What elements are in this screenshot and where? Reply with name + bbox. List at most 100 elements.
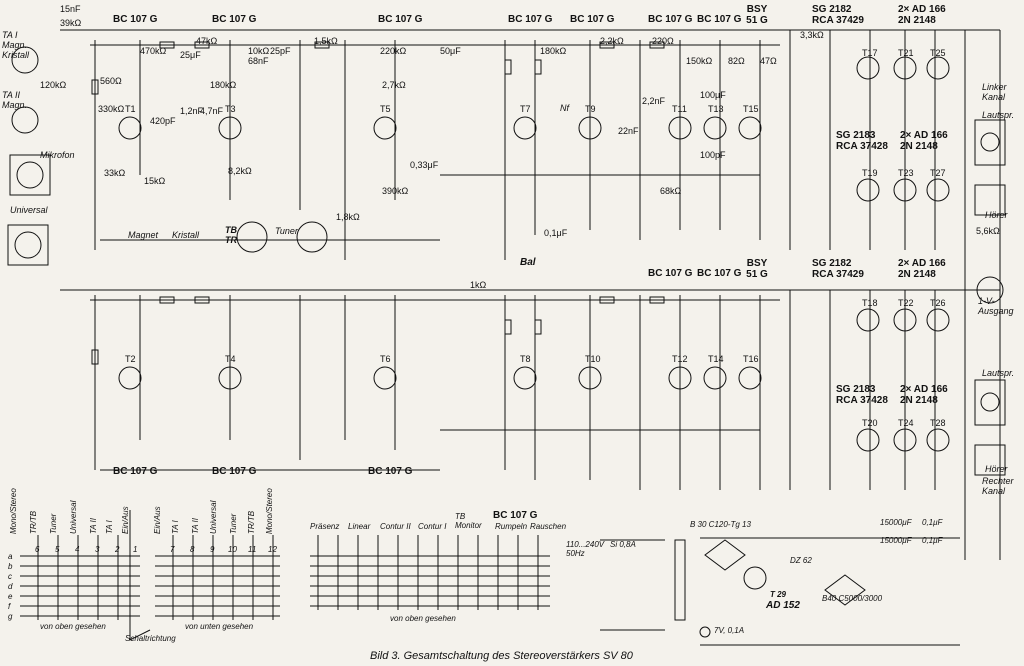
input-tuner-label: Tuner [275,226,298,236]
switch-label-einaus-2: Ein/Aus [153,506,162,534]
psu-cap: 15000μF [880,518,912,527]
component-value: 25μF [180,50,201,60]
header-bc107-5: BC 107 G [570,14,615,25]
psu-rectifier: B 30 C120-Tg 13 [690,520,751,529]
component-value: 2,2kΩ [600,36,624,46]
switch-label-ta2: TA II [89,518,98,534]
component-value: 330kΩ [98,104,125,114]
component-value: 150kΩ [686,56,713,66]
transistor-t3: T3 [225,104,236,114]
component-value: 39kΩ [60,18,82,28]
header-bc107-b6: BC 107 G [493,510,538,521]
psu-mains: 110...240V 50Hz [566,540,605,558]
nf-label: Nf [560,103,569,113]
transistor-t26: T26 [930,298,946,308]
switch-num: 11 [248,545,257,554]
switch-num: 1 [133,545,138,554]
switch-num: 5 [55,545,60,554]
speaker-right-label: Lautspr. [982,368,1015,378]
component-value: 1,5kΩ [314,36,338,46]
switch-label-ta2-2: TA II [191,518,200,534]
header-power-mid-b: 2× AD 166 2N 2148 [900,130,948,152]
component-value: 0,33μF [410,160,439,170]
switch-label-trtb: TR/TB [29,510,38,534]
transistor-t16: T16 [743,354,759,364]
input-tbtr-label: TB TR [225,225,237,245]
transistor-t5: T5 [380,104,391,114]
switch-label-einaus: Ein/Aus [121,506,130,534]
input-ta2-label: TA II Magn. [2,90,28,110]
switch-label-contur1: Contur I [418,522,447,531]
header-bc107-b5: BC 107 G [697,268,742,279]
component-value: 15kΩ [144,176,166,186]
header-power-bot2-b: 2× AD 166 2N 2148 [900,384,948,406]
transistor-t25: T25 [930,48,946,58]
psu-cap: 15000μF [880,536,912,545]
switch-label-praesenz: Präsenz [310,522,340,531]
output-right-label: Rechter Kanal [982,476,1014,496]
transistor-t27: T27 [930,168,946,178]
switch-num: 8 [190,545,195,554]
header-bc107-2: BC 107 G [212,14,257,25]
component-value: 470kΩ [140,46,167,56]
header-bsy51-bottom: BSY 51 G [746,258,768,280]
transistor-t19: T19 [862,168,878,178]
switch-num: 7 [170,545,175,554]
component-value: 0,1μF [544,228,568,238]
component-value: 22nF [618,126,639,136]
header-power-bot2-a: SG 2183 RCA 37428 [836,384,888,406]
switch-label-contur2: Contur II [380,522,411,531]
transistor-t9: T9 [585,104,596,114]
transistor-t24: T24 [898,418,914,428]
switch-num: 10 [228,545,237,554]
transistor-t14: T14 [708,354,724,364]
header-bc107-b3: BC 107 G [368,466,413,477]
transistor-t22: T22 [898,298,914,308]
balance-label: Bal [520,257,536,268]
component-value: 82Ω [728,56,745,66]
component-value: 180kΩ [540,46,567,56]
transistor-t18: T18 [862,298,878,308]
header-bc107-b2: BC 107 G [212,466,257,477]
transistor-t6: T6 [380,354,391,364]
switch-label-tb-monitor: TB Monitor [455,512,482,530]
component-value: 68kΩ [660,186,682,196]
component-value: 5,6kΩ [976,226,1000,236]
psu-fuse: Si 0,8A [610,540,636,549]
transistor-t23: T23 [898,168,914,178]
switch-label-mono-stereo: Mono/Stereo [9,488,18,534]
component-value: 2,7kΩ [382,80,406,90]
switch-label-trtb-2: TR/TB [247,510,256,534]
psu-zener: DZ 62 [790,556,812,565]
header-bc107-3: BC 107 G [378,14,423,25]
component-value: 2,2nF [642,96,666,106]
component-value: 1kΩ [470,280,487,290]
transistor-t1: T1 [125,104,136,114]
header-bc107-b4: BC 107 G [648,268,693,279]
component-value: 390kΩ [382,186,409,196]
component-value: 220Ω [652,36,674,46]
component-value: 25pF [270,46,291,56]
switch-direction: Schaltrichtung [125,634,176,643]
header-power-bot-b: 2× AD 166 2N 2148 [898,258,946,280]
input-magnet-label: Magnet [128,230,159,240]
switch-num: 12 [268,545,277,554]
switch-rows: a b c d e f g [8,552,13,621]
transistor-t12: T12 [672,354,688,364]
transistor-t7: T7 [520,104,531,114]
switch-label-linear: Linear [348,522,371,531]
transistor-t4: T4 [225,354,236,364]
component-value: 15nF [60,4,81,14]
component-value: 1,2nF [180,106,204,116]
transistor-t15: T15 [743,104,759,114]
switch-label-rumpeln: Rumpeln [495,522,528,531]
input-kristall-label: Kristall [172,230,200,240]
header-power-bot-a: SG 2182 RCA 37429 [812,258,864,280]
switch-note-left: von oben gesehen [40,622,106,631]
component-value: 8,2kΩ [228,166,252,176]
transistor-t2: T2 [125,354,136,364]
component-value: 47Ω [760,56,777,66]
component-value: 100pF [700,150,726,160]
header-bc107-1: BC 107 G [113,14,158,25]
